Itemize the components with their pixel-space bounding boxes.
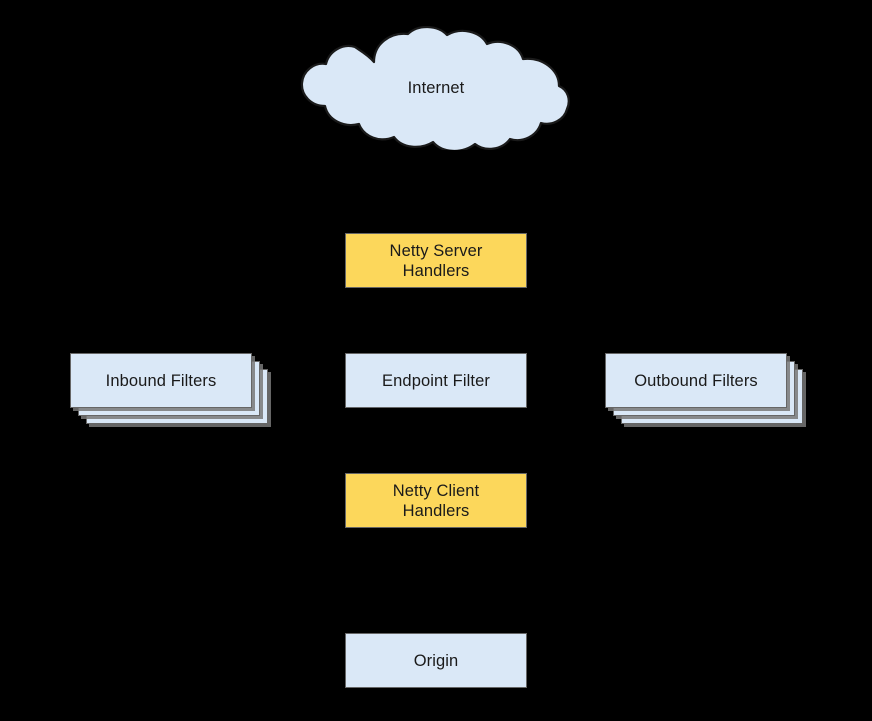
netty-client-handlers-line1: Netty Client <box>392 481 480 500</box>
internet-cloud-shape: Internet <box>296 26 574 150</box>
origin-label: Origin <box>413 651 459 670</box>
netty-server-handlers-line1: Netty Server <box>389 241 483 260</box>
node-outbound-filters[interactable]: Outbound Filters <box>605 353 803 424</box>
node-netty-server-handlers[interactable]: Netty Server Handlers <box>345 233 527 288</box>
internet-label: Internet <box>407 78 465 97</box>
node-netty-client-handlers[interactable]: Netty Client Handlers <box>345 473 527 528</box>
netty-client-handlers-line2: Handlers <box>402 501 470 520</box>
node-inbound-filters[interactable]: Inbound Filters <box>70 353 268 424</box>
inbound-filters-label: Inbound Filters <box>105 371 217 390</box>
outbound-filters-label: Outbound Filters <box>634 371 758 390</box>
node-origin[interactable]: Origin <box>345 633 527 688</box>
netty-client-handlers-text: Netty Client Handlers <box>393 481 479 521</box>
cloud-path <box>300 26 570 150</box>
endpoint-filter-label: Endpoint Filter <box>382 371 490 390</box>
netty-server-handlers-line2: Handlers <box>402 261 470 280</box>
edge-arrow-netty-server-right <box>527 256 533 264</box>
edge-netty-client-to-outbound <box>527 380 605 501</box>
node-endpoint-filter[interactable]: Endpoint Filter <box>345 353 527 408</box>
edge-arrow-netty-client-up <box>451 528 459 534</box>
netty-server-handlers-text: Netty Server Handlers <box>390 241 483 281</box>
inbound-filters-sheet-front[interactable]: Inbound Filters <box>70 353 252 408</box>
outbound-filters-sheet-front[interactable]: Outbound Filters <box>605 353 787 408</box>
